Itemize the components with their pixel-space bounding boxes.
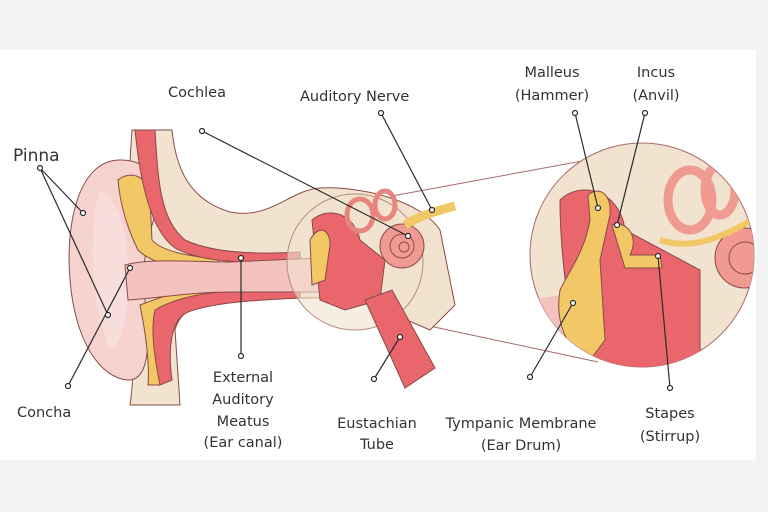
label-pinna: Pinna	[13, 146, 60, 166]
label-line: External	[213, 370, 273, 386]
label-line: Stapes	[645, 406, 694, 422]
label-line: Eustachian	[337, 416, 417, 432]
label-line: Meatus	[217, 414, 270, 430]
cochlea-small	[344, 188, 425, 269]
label-external-auditory-meatus: External Auditory Meatus (Ear canal)	[204, 370, 283, 451]
label-line: Malleus	[524, 65, 579, 81]
label-line: Tube	[359, 437, 394, 453]
label-tympanic-membrane: Tympanic Membrane (Ear Drum)	[445, 416, 597, 454]
auditory-nerve-shape	[402, 201, 457, 229]
leader-lines	[36, 109, 674, 392]
zoom-circle	[529, 142, 755, 368]
label-malleus: Malleus (Hammer)	[515, 65, 589, 104]
label-incus: Incus (Anvil)	[632, 65, 679, 104]
label-eustachian-tube: Eustachian Tube	[337, 416, 417, 453]
concha-shape	[92, 190, 129, 350]
label-cochlea: Cochlea	[168, 85, 226, 101]
label-line: (Ear canal)	[204, 435, 283, 451]
label-line: (Hammer)	[515, 88, 589, 104]
label-line: Incus	[637, 65, 675, 81]
label-line: Auditory	[212, 392, 274, 408]
label-line: (Ear Drum)	[481, 438, 561, 454]
ossicles-small	[309, 230, 331, 286]
label-line: Tympanic Membrane	[445, 416, 597, 432]
malleus-shape	[558, 190, 611, 361]
label-concha: Concha	[17, 405, 71, 421]
label-auditory-nerve: Auditory Nerve	[300, 89, 409, 105]
label-stapes: Stapes (Stirrup)	[640, 406, 700, 445]
label-line: (Stirrup)	[640, 429, 700, 445]
label-line: (Anvil)	[632, 88, 679, 104]
